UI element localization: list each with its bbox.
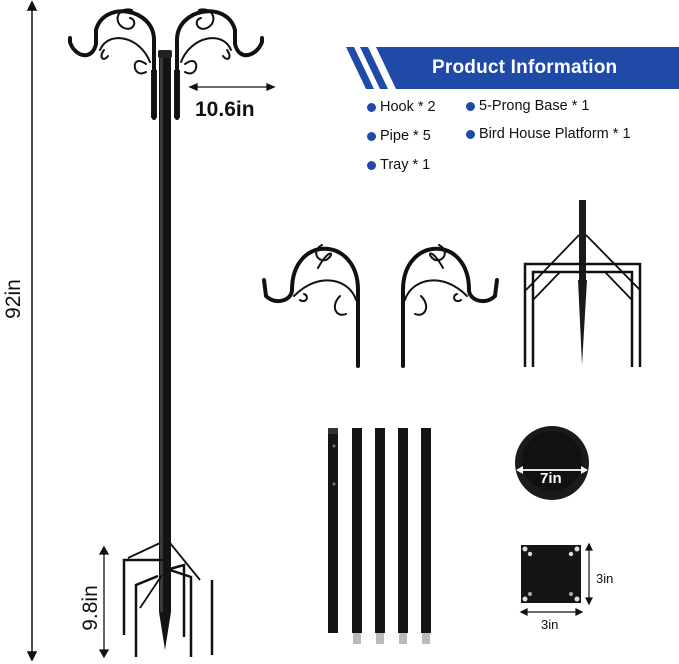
assembled-base <box>122 542 214 657</box>
contents-item-label: 5-Prong Base * 1 <box>479 98 590 114</box>
tray <box>515 426 589 500</box>
platform-width-label: 3in <box>541 617 559 632</box>
bullet-icon <box>367 131 376 141</box>
hook-width-arrow <box>188 83 276 91</box>
contents-item-base: 5-Prong Base * 1 <box>466 98 589 114</box>
component-hook-2 <box>401 244 499 368</box>
bullet-icon <box>367 102 376 112</box>
pipe-5 <box>421 428 431 633</box>
bullet-icon <box>466 101 475 111</box>
contents-item-hook: Hook * 2 <box>367 99 436 115</box>
hook-width-label: 10.6in <box>195 98 255 121</box>
contents-item-label: Pipe * 5 <box>380 128 431 144</box>
product-info-banner: Product Information <box>346 47 679 89</box>
component-hook-1 <box>262 244 360 368</box>
contents-item-label: Bird House Platform * 1 <box>479 126 631 142</box>
platform-height-label: 3in <box>596 571 614 586</box>
bullet-icon <box>466 129 475 139</box>
pipes <box>328 428 431 644</box>
base-height-arrow <box>98 545 110 659</box>
bullet-icon <box>367 160 376 170</box>
left-hook <box>68 8 156 120</box>
base-height-label: 9.8in <box>79 585 102 631</box>
contents-item-pipe: Pipe * 5 <box>367 128 431 144</box>
tray-diameter-label: 7in <box>540 470 562 487</box>
component-base <box>523 200 642 367</box>
pipe-4 <box>398 428 408 633</box>
total-height-label: 92in <box>2 279 25 319</box>
pipe-1 <box>328 428 338 633</box>
contents-item-platform: Bird House Platform * 1 <box>466 126 631 142</box>
contents-item-label: Tray * 1 <box>380 157 431 173</box>
contents-item-tray: Tray * 1 <box>367 157 430 173</box>
platform-width-arrow <box>519 608 584 616</box>
pipe-2 <box>352 428 362 633</box>
bird-house-platform <box>521 545 581 603</box>
right-hook <box>175 8 264 120</box>
contents-item-label: Hook * 2 <box>380 99 436 115</box>
platform-height-arrow <box>585 542 593 606</box>
pipe-3 <box>375 428 385 633</box>
banner-title: Product Information <box>432 57 618 78</box>
total-height-arrow <box>26 0 38 662</box>
